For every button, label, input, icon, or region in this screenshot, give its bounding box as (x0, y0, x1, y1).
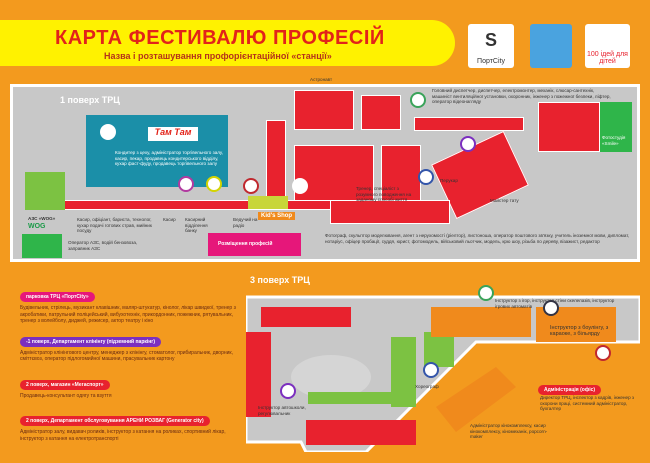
label-games: Інструктор з ігор, інструктор стіни скел… (495, 298, 615, 309)
skating-rink (291, 355, 371, 399)
photo-studio-label: Фотостудія «Smile» (602, 135, 626, 146)
label-cook: Касир, офіціант, бариста, технолог, куха… (77, 217, 152, 234)
list-text: Будівельник, стрілець, музикант клавішни… (20, 305, 236, 324)
label-trainer: Тренер, спеціаліст з розумного поводженн… (356, 186, 412, 203)
cinema-zone[interactable] (436, 367, 516, 432)
wog-logo: WOG (28, 223, 46, 230)
green-zone (308, 392, 393, 404)
list-badge: -1 поверх, Департамент клінінгу (підземн… (20, 336, 162, 347)
kids-shop-label: Kid's Shop (258, 212, 296, 220)
label-hairdresser: Перукар (440, 178, 458, 183)
photo-studio[interactable] (600, 102, 632, 152)
list-item: 2 поверх, магазин «Мегаспорт» Продавець-… (20, 373, 240, 400)
profession-pin[interactable] (280, 383, 296, 399)
profession-pin[interactable] (423, 362, 439, 378)
tamtam-text: Кондитер з цеху, адміністратор торгівель… (115, 150, 224, 167)
label-cashier: Касир (163, 217, 176, 222)
list-badge: парковка ТРЦ «ПортCity» (20, 292, 95, 302)
label-bank: Касирний відділення банку (185, 217, 208, 234)
wog-station[interactable] (22, 234, 62, 258)
label-wog: Оператор АЗС, водій бензовоза, заправник… (68, 240, 138, 251)
shops (246, 332, 271, 417)
shop-large (538, 102, 600, 152)
list-item: парковка ТРЦ «ПортCity» Будівельник, стр… (20, 285, 240, 325)
floor3-title: 3 поверх ТРЦ (250, 275, 310, 285)
label-radio: Ведучий на радіо (233, 217, 258, 228)
games-zone[interactable] (431, 307, 531, 337)
profession-pin[interactable] (595, 345, 611, 361)
list-badge: 2 поверх, магазин «Мегаспорт» (20, 379, 110, 390)
label-tattoo: Майстер тату (490, 198, 519, 203)
list-text: Адміністратор залу, видавач роликів, інс… (20, 429, 226, 442)
list-item: 2 поверх, Департамент обслуговування АРЕ… (20, 409, 240, 442)
profession-pin[interactable] (100, 124, 116, 140)
list-item: -1 поверх, Департамент клінінгу (підземн… (20, 330, 240, 363)
list-badge: 2 поверх, Департамент обслуговування АРЕ… (20, 416, 210, 426)
shops-row (414, 117, 524, 131)
shops-block (266, 90, 466, 210)
100-ideas-logo: 100 ідей для дітей (585, 24, 630, 68)
city-council-logo (530, 24, 572, 68)
profession-pin[interactable] (292, 178, 308, 194)
cafe-zone[interactable] (25, 172, 65, 210)
placement-legend: Розміщення професій (208, 233, 301, 256)
list-text: Адміністратор клінінгового центру, менед… (20, 349, 233, 363)
floor1-title: 1 поверх ТРЦ (60, 95, 120, 105)
profession-pin[interactable] (460, 136, 476, 152)
profession-pin[interactable] (543, 300, 559, 316)
label-bowling: Інструктор з боулінгу, з караоке, з біль… (550, 325, 609, 337)
wog-title: АЗС «WOG» (28, 216, 56, 221)
shops-bottom-right (330, 200, 450, 224)
label-dispatch: Головний диспетчер, диспетчер, електромо… (432, 88, 611, 105)
label-driving-instructor: Інструктор автошколи, регулювальник (258, 405, 306, 416)
location-lists: парковка ТРЦ «ПортCity» Будівельник, стр… (20, 285, 240, 442)
shops (261, 307, 351, 327)
profession-pin[interactable] (206, 176, 222, 192)
green-zone (424, 332, 454, 367)
profession-pin[interactable] (418, 169, 434, 185)
profession-pin[interactable] (178, 176, 194, 192)
shops-bottom-row (60, 200, 360, 210)
page-title: КАРТА ФЕСТИВАЛЮ ПРОФЕСІЙ (55, 27, 385, 49)
page-subtitle: Назва і розташування профорієнтаційної «… (104, 51, 332, 61)
label-cinema: Адміністратор кінокомплексу, касир кінок… (470, 423, 548, 440)
floor3-map (246, 295, 640, 452)
kids-zone (248, 196, 288, 209)
label-astronaut: Астронавт (310, 77, 333, 82)
list-text: Продавець-консультант одягу та взуття (20, 392, 112, 399)
title-banner (0, 20, 455, 66)
profession-pin[interactable] (410, 92, 426, 108)
shops (306, 420, 416, 445)
admin-badge: Адміністрація (офіс) (538, 385, 602, 395)
tamtam-logo: Там Там (148, 127, 198, 141)
profession-pin[interactable] (243, 178, 259, 194)
green-zone (391, 337, 416, 407)
label-admin: Директор ТРЦ, інспектор з кадрів, інжене… (540, 395, 635, 412)
label-choreographer: Хореограф (415, 384, 439, 389)
profession-pin[interactable] (478, 285, 494, 301)
label-bottom-professions: Фотограф, скульптор моделювання, агент з… (325, 233, 630, 244)
